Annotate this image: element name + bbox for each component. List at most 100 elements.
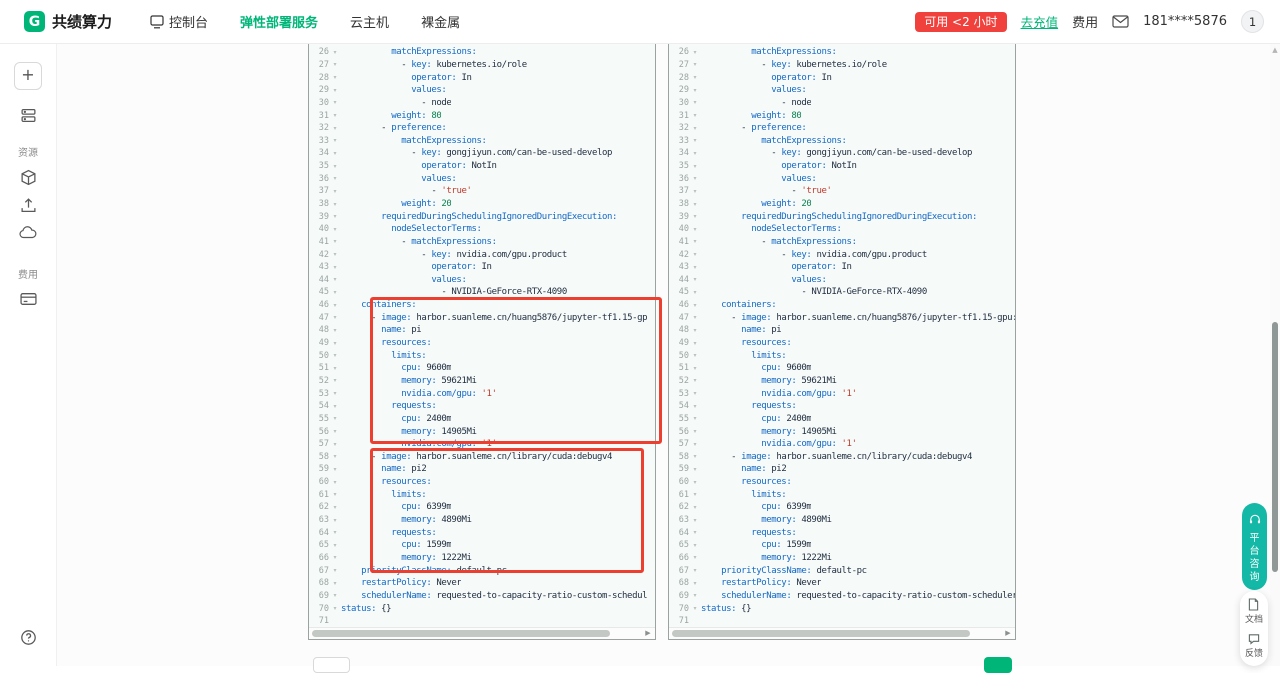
fold-chevron-icon[interactable]: ▾ xyxy=(693,567,697,575)
fold-chevron-icon[interactable]: ▾ xyxy=(333,149,337,157)
fold-chevron-icon[interactable]: ▾ xyxy=(333,326,337,334)
feedback-button[interactable]: 反馈 xyxy=(1245,633,1263,659)
fold-chevron-icon[interactable]: ▾ xyxy=(333,377,337,385)
fold-chevron-icon[interactable]: ▾ xyxy=(693,74,697,82)
add-button[interactable]: + xyxy=(14,62,42,90)
fold-chevron-icon[interactable]: ▾ xyxy=(333,112,337,120)
fold-chevron-icon[interactable]: ▾ xyxy=(693,402,697,410)
recharge-link[interactable]: 去充值 xyxy=(1020,15,1059,30)
fold-chevron-icon[interactable]: ▾ xyxy=(693,465,697,473)
page-scrollbar-thumb[interactable] xyxy=(1272,322,1278,572)
fold-chevron-icon[interactable]: ▾ xyxy=(333,529,337,537)
fold-chevron-icon[interactable]: ▾ xyxy=(333,48,337,56)
scrollbar-thumb[interactable] xyxy=(672,630,970,637)
fold-chevron-icon[interactable]: ▾ xyxy=(333,503,337,511)
fold-chevron-icon[interactable]: ▾ xyxy=(693,263,697,271)
fold-chevron-icon[interactable]: ▾ xyxy=(333,352,337,360)
scrollbar-thumb[interactable] xyxy=(312,630,610,637)
billing-card-icon[interactable] xyxy=(19,291,37,310)
docs-button[interactable]: 文档 xyxy=(1245,598,1263,625)
fold-chevron-icon[interactable]: ▾ xyxy=(693,200,697,208)
fold-chevron-icon[interactable]: ▾ xyxy=(693,478,697,486)
fold-chevron-icon[interactable]: ▾ xyxy=(333,453,337,461)
brand[interactable]: G 共绩算力 xyxy=(24,11,112,32)
fold-chevron-icon[interactable]: ▾ xyxy=(693,491,697,499)
fold-chevron-icon[interactable]: ▾ xyxy=(333,491,337,499)
fold-chevron-icon[interactable]: ▾ xyxy=(693,339,697,347)
fold-chevron-icon[interactable]: ▾ xyxy=(693,288,697,296)
fold-chevron-icon[interactable]: ▾ xyxy=(693,124,697,132)
fold-chevron-icon[interactable]: ▾ xyxy=(693,187,697,195)
scroll-right-arrow-icon[interactable]: ▶ xyxy=(645,629,651,637)
fold-chevron-icon[interactable]: ▾ xyxy=(693,276,697,284)
fold-chevron-icon[interactable]: ▾ xyxy=(693,86,697,94)
fold-chevron-icon[interactable]: ▾ xyxy=(333,200,337,208)
fold-chevron-icon[interactable]: ▾ xyxy=(693,352,697,360)
fold-chevron-icon[interactable]: ▾ xyxy=(693,364,697,372)
fold-chevron-icon[interactable]: ▾ xyxy=(693,529,697,537)
account-phone[interactable]: 181****5876 xyxy=(1143,14,1227,29)
fold-chevron-icon[interactable]: ▾ xyxy=(333,276,337,284)
platform-consult-button[interactable]: 平台咨询 xyxy=(1242,503,1267,590)
fold-chevron-icon[interactable]: ▾ xyxy=(693,605,697,612)
fold-chevron-icon[interactable]: ▾ xyxy=(333,579,337,587)
bottom-primary-button[interactable] xyxy=(984,657,1012,673)
fold-chevron-icon[interactable]: ▾ xyxy=(693,149,697,157)
fold-chevron-icon[interactable]: ▾ xyxy=(693,503,697,511)
fold-chevron-icon[interactable]: ▾ xyxy=(333,541,337,549)
fold-chevron-icon[interactable]: ▾ xyxy=(333,364,337,372)
fold-chevron-icon[interactable]: ▾ xyxy=(693,99,697,107)
fold-chevron-icon[interactable]: ▾ xyxy=(333,301,337,309)
fold-chevron-icon[interactable]: ▾ xyxy=(693,213,697,221)
yaml-editor-right[interactable]: 26▾ matchExpressions:27▾ - key: kubernet… xyxy=(668,44,1016,640)
fold-chevron-icon[interactable]: ▾ xyxy=(333,567,337,575)
fold-chevron-icon[interactable]: ▾ xyxy=(693,579,697,587)
fold-chevron-icon[interactable]: ▾ xyxy=(333,605,337,612)
fold-chevron-icon[interactable]: ▾ xyxy=(333,225,337,233)
nav-item-0[interactable]: 控制台 xyxy=(150,12,208,31)
fold-chevron-icon[interactable]: ▾ xyxy=(693,162,697,170)
package-icon[interactable] xyxy=(20,169,37,190)
fold-chevron-icon[interactable]: ▾ xyxy=(693,592,697,600)
fold-chevron-icon[interactable]: ▾ xyxy=(693,516,697,524)
billing-link[interactable]: 费用 xyxy=(1072,16,1099,31)
fold-chevron-icon[interactable]: ▾ xyxy=(693,137,697,145)
fold-chevron-icon[interactable]: ▾ xyxy=(333,213,337,221)
fold-chevron-icon[interactable]: ▾ xyxy=(693,61,697,69)
fold-chevron-icon[interactable]: ▾ xyxy=(333,162,337,170)
fold-chevron-icon[interactable]: ▾ xyxy=(333,554,337,562)
fold-chevron-icon[interactable]: ▾ xyxy=(693,390,697,398)
fold-chevron-icon[interactable]: ▾ xyxy=(333,175,337,183)
fold-chevron-icon[interactable]: ▾ xyxy=(333,137,337,145)
fold-chevron-icon[interactable]: ▾ xyxy=(333,251,337,259)
fold-chevron-icon[interactable]: ▾ xyxy=(693,440,697,448)
fold-chevron-icon[interactable]: ▾ xyxy=(333,61,337,69)
fold-chevron-icon[interactable]: ▾ xyxy=(333,415,337,423)
fold-chevron-icon[interactable]: ▾ xyxy=(333,440,337,448)
help-icon[interactable] xyxy=(20,629,37,650)
nav-item-2[interactable]: 云主机 xyxy=(350,12,389,31)
fold-chevron-icon[interactable]: ▾ xyxy=(693,251,697,259)
deployments-icon[interactable] xyxy=(20,107,37,128)
fold-chevron-icon[interactable]: ▾ xyxy=(693,225,697,233)
fold-chevron-icon[interactable]: ▾ xyxy=(693,541,697,549)
fold-chevron-icon[interactable]: ▾ xyxy=(333,187,337,195)
mail-icon[interactable] xyxy=(1112,15,1129,28)
fold-chevron-icon[interactable]: ▾ xyxy=(693,554,697,562)
yaml-editor-left[interactable]: 26▾ matchExpressions:27▾ - key: kubernet… xyxy=(308,44,656,640)
notification-count-badge[interactable]: 1 xyxy=(1241,10,1264,33)
fold-chevron-icon[interactable]: ▾ xyxy=(333,314,337,322)
fold-chevron-icon[interactable]: ▾ xyxy=(333,390,337,398)
upload-icon[interactable] xyxy=(20,197,37,218)
fold-chevron-icon[interactable]: ▾ xyxy=(693,326,697,334)
fold-chevron-icon[interactable]: ▾ xyxy=(333,99,337,107)
fold-chevron-icon[interactable]: ▾ xyxy=(693,377,697,385)
bottom-secondary-button[interactable] xyxy=(313,657,350,673)
scroll-right-arrow-icon[interactable]: ▶ xyxy=(1005,629,1011,637)
fold-chevron-icon[interactable]: ▾ xyxy=(333,124,337,132)
scroll-up-arrow-icon[interactable]: ▲ xyxy=(1272,46,1278,54)
fold-chevron-icon[interactable]: ▾ xyxy=(333,516,337,524)
fold-chevron-icon[interactable]: ▾ xyxy=(693,314,697,322)
fold-chevron-icon[interactable]: ▾ xyxy=(333,288,337,296)
fold-chevron-icon[interactable]: ▾ xyxy=(333,402,337,410)
